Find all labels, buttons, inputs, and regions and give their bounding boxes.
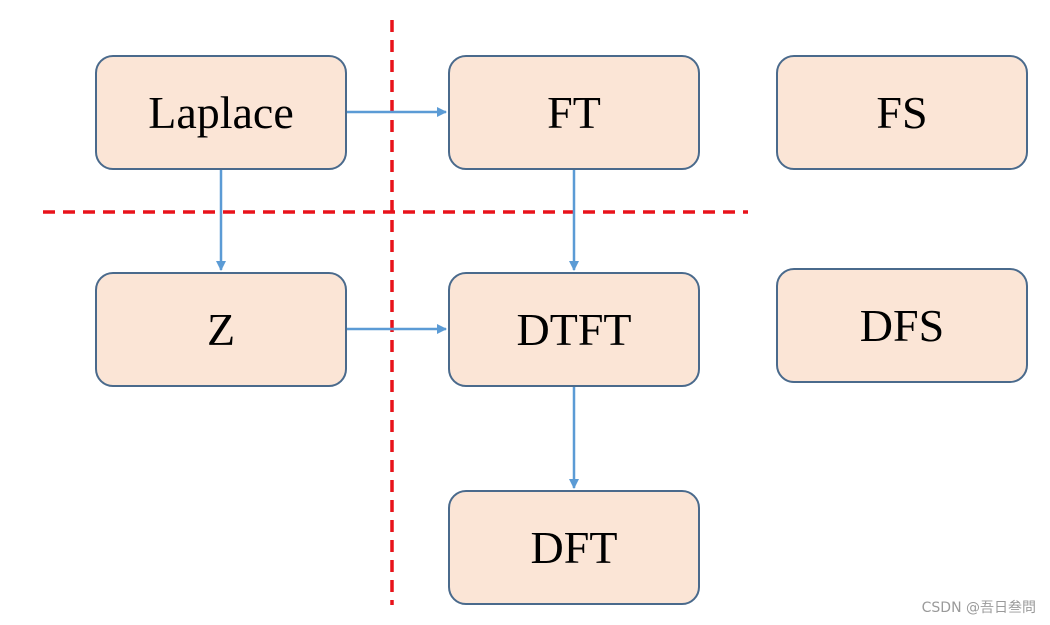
ft-box: FT [448, 55, 700, 170]
z-box: Z [95, 272, 347, 387]
dfs-box: DFS [776, 268, 1028, 383]
dft-box: DFT [448, 490, 700, 605]
fs-box: FS [776, 55, 1028, 170]
dtft-box: DTFT [448, 272, 700, 387]
laplace-box: Laplace [95, 55, 347, 170]
watermark: CSDN @吾日叁問 [921, 600, 1036, 616]
